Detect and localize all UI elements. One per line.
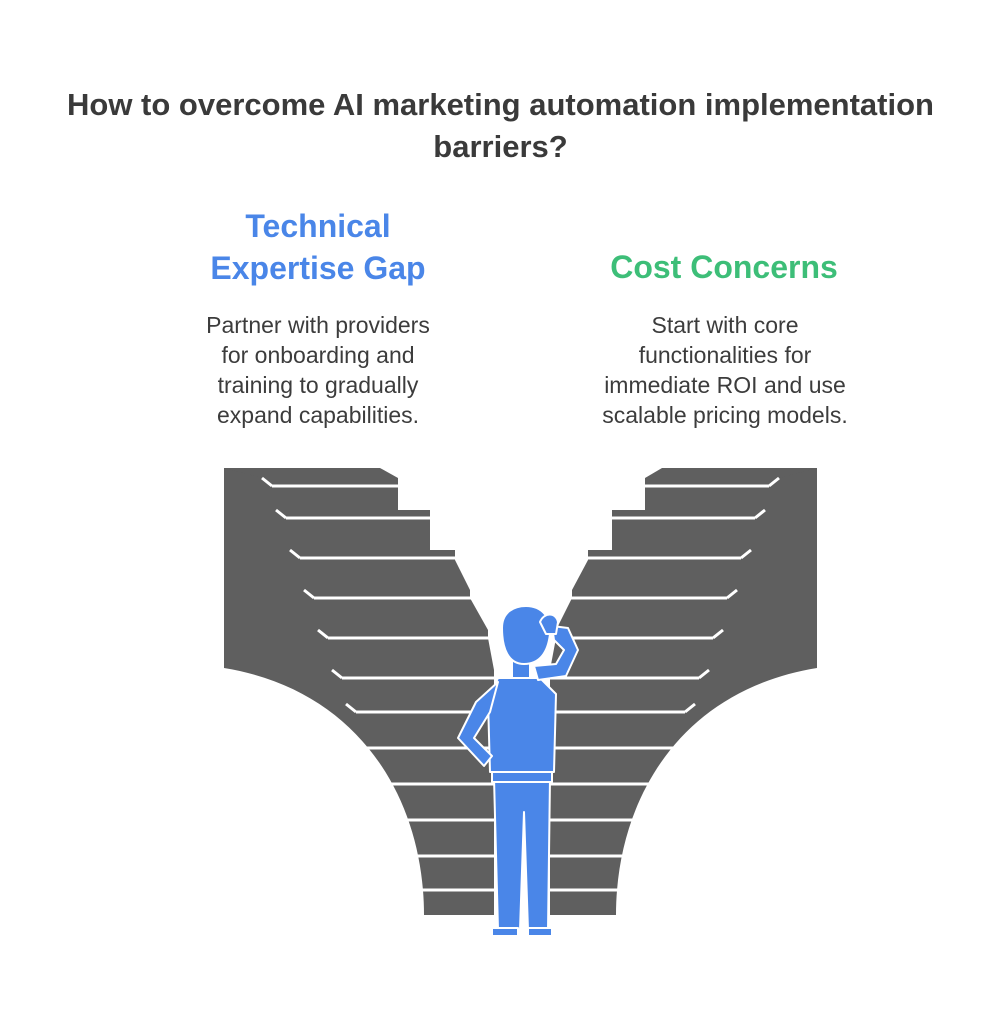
description-line: Partner with providers	[206, 312, 430, 338]
step-edge	[698, 668, 710, 680]
step-edge	[317, 628, 329, 640]
description-line: training to gradually	[217, 372, 419, 398]
step-edge	[660, 810, 672, 822]
step-edge	[740, 548, 752, 560]
person-torso	[487, 677, 557, 773]
right-staircase-body	[550, 468, 817, 915]
diagram-title: How to overcome AI marketing automation …	[67, 87, 934, 164]
step-edge	[768, 476, 780, 488]
cost-concerns-description: Start with core functionalities for imme…	[580, 310, 870, 430]
step-edge	[261, 476, 273, 488]
step-edge	[668, 774, 680, 786]
heading-line: Technical	[245, 208, 391, 244]
step-edge	[684, 702, 696, 714]
step-edge	[652, 846, 664, 858]
description-line: for onboarding and	[221, 342, 415, 368]
step-edge	[361, 774, 373, 786]
thinking-person-icon	[457, 605, 579, 937]
step-edge	[303, 588, 315, 600]
person-right-hand	[539, 613, 559, 635]
description-line: expand capabilities.	[216, 402, 420, 428]
description-line: scalable pricing models.	[602, 402, 848, 428]
left-staircase-icon	[224, 468, 494, 915]
step-edge	[726, 588, 738, 600]
left-staircase-body	[224, 468, 494, 915]
step-edge	[385, 880, 397, 892]
person-left-arm	[457, 681, 499, 767]
heading-line: Expertise Gap	[210, 250, 426, 286]
step-edge	[275, 508, 287, 520]
description-line: Start with core	[651, 312, 799, 338]
description-line: immediate ROI and use	[604, 372, 846, 398]
person-left-shoe	[491, 927, 519, 937]
technical-expertise-gap-heading: Technical Expertise Gap	[168, 205, 468, 289]
technical-expertise-gap-description: Partner with providers for onboarding an…	[178, 310, 458, 430]
description-line: functionalities for	[638, 342, 812, 368]
right-staircase-top	[645, 468, 817, 478]
person-head	[501, 605, 552, 665]
person-legs	[493, 777, 551, 931]
step-edge	[377, 846, 389, 858]
step-edge	[644, 880, 656, 892]
step-edge	[754, 508, 766, 520]
step-edge	[676, 738, 688, 750]
step-edge	[712, 628, 724, 640]
person-right-shoe	[527, 927, 553, 937]
left-staircase-top	[224, 468, 398, 478]
step-edge	[369, 810, 381, 822]
cost-concerns-heading: Cost Concerns	[574, 246, 874, 288]
step-edge	[331, 668, 343, 680]
step-edge	[353, 738, 365, 750]
heading-line: Cost Concerns	[610, 249, 838, 285]
step-edge	[289, 548, 301, 560]
step-edge	[345, 702, 357, 714]
right-staircase-icon	[550, 468, 817, 915]
